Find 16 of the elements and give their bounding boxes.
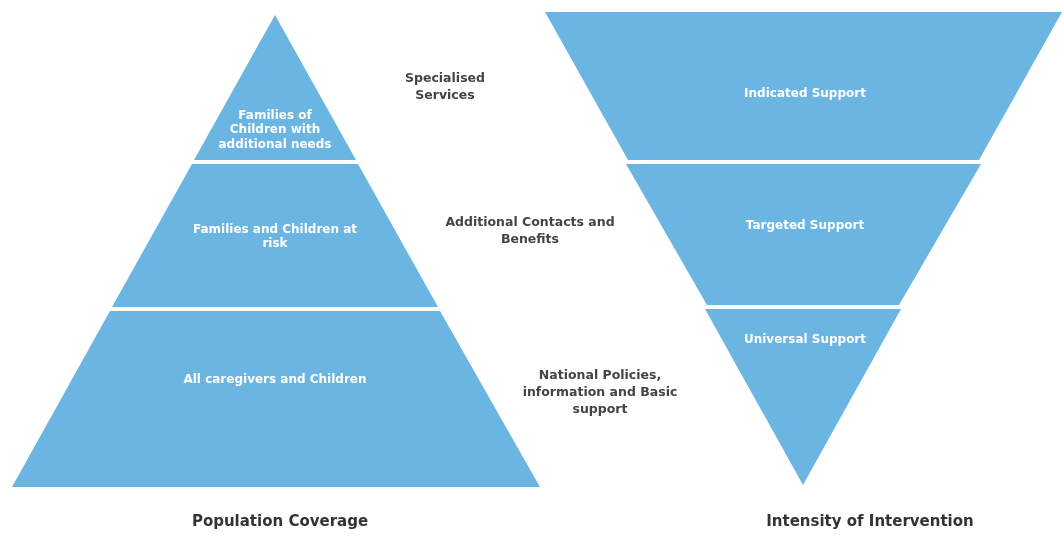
pyramid-tier — [112, 164, 438, 307]
level-label: Specialised Services — [404, 70, 486, 104]
tier-label: Families and Children at risk — [191, 222, 359, 251]
tier-label: Indicated Support — [743, 86, 867, 101]
inverted-pyramid-tier — [626, 164, 981, 305]
level-label: National Policies, information and Basic support — [521, 367, 679, 418]
tier-label: Targeted Support — [744, 218, 866, 233]
tier-label: Universal Support — [742, 332, 868, 347]
tier-label: Families of Children with additional needs — [218, 108, 332, 152]
tier-label: All caregivers and Children — [182, 372, 368, 387]
level-label: Additional Contacts and Benefits — [444, 214, 616, 248]
inverted-pyramid-tier — [705, 309, 901, 485]
pyramid-tier — [194, 15, 356, 160]
inverted-pyramid-tier — [545, 12, 1062, 160]
axis-caption: Intensity of Intervention — [765, 512, 975, 530]
axis-caption: Population Coverage — [190, 512, 370, 530]
